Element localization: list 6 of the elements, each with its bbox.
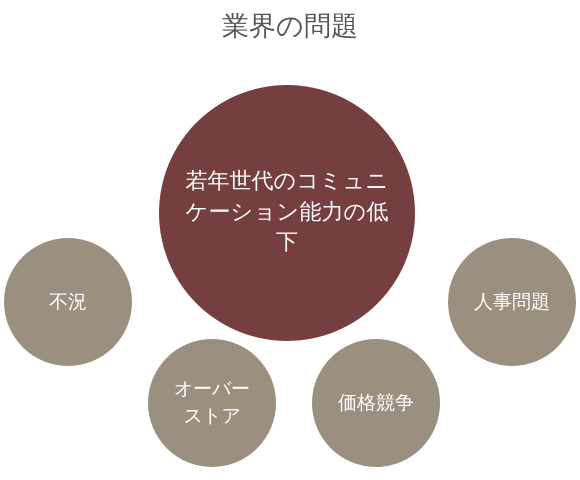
node-label: 価格競争 xyxy=(338,390,414,416)
node-label: オーバーストア xyxy=(172,377,251,429)
title: 業界の問題 xyxy=(221,10,359,44)
node-label: 若年世代のコミュニケーション能力の低下 xyxy=(184,168,390,258)
node-label: 人事問題 xyxy=(474,290,550,315)
node-label: 不況 xyxy=(49,290,87,315)
